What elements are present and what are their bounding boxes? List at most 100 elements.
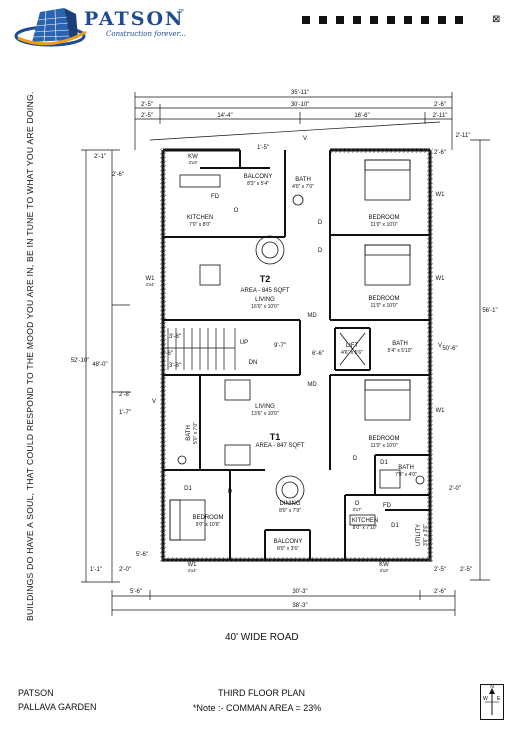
bottom-wall-hatch (163, 557, 431, 562)
dim-left-small: 2'-1" (94, 154, 106, 160)
fd-bot-label: FD (383, 503, 392, 509)
living-top-size: 16'0" x 10'0" (251, 304, 279, 310)
utility-size: 3'6" x 3'6" (423, 524, 429, 546)
utility-label: UTILITY (416, 524, 422, 546)
t2-label: T2 (260, 274, 271, 284)
stair-up: UP (240, 340, 248, 346)
bath-left-label: BATH (186, 425, 192, 441)
compass: N W E (480, 684, 504, 720)
decorative-squares (302, 16, 463, 24)
dim-bottom-inner: 30'-3" (292, 589, 307, 595)
dim-top-left-b: 2'-5" (141, 113, 153, 119)
right-wall-hatch (427, 148, 433, 562)
bedroom-3-size: 11'0" x 10'0" (370, 443, 397, 449)
t1-label: T1 (270, 432, 281, 442)
dim-bl-b: 2'-0" (119, 567, 131, 573)
dim-top-right-b2: 2'-11" (456, 133, 471, 139)
dim-mid-a: 6'-6" (161, 351, 173, 357)
d-label-top: D (318, 220, 323, 226)
square-outline-icon: ⊠ (492, 14, 501, 25)
logo (14, 6, 189, 50)
stair-dn: DN (249, 360, 258, 366)
dim-left-small2: 2'-6" (112, 172, 124, 178)
bath-mid-label: BATH (392, 341, 408, 347)
w1-left-label: W1 (146, 276, 156, 282)
w1-right-3: W1 (436, 408, 446, 414)
bedroom-4-size: 9'0" x 10'6" (196, 522, 221, 528)
balcony-bot-size: 8'0" x 3'6" (277, 546, 299, 552)
d-label-top2: D (318, 248, 323, 254)
lift-label: LIFT (346, 343, 359, 349)
d1-label-kitchen: D1 (391, 523, 399, 529)
w1-right-1: W1 (436, 192, 446, 198)
o-size: 3'x7' (353, 507, 362, 512)
dim-right-mid: 50'-6" (442, 346, 457, 352)
dim-left-mid: 2'-8" (119, 392, 131, 398)
road-label: 40' WIDE ROAD (225, 632, 299, 643)
kitchen-top-label: KITCHEN (187, 215, 213, 221)
bath-left-size: 5'0" x 7'0" (193, 422, 199, 444)
brand-name: PATSON (84, 8, 185, 30)
balcony-bot-label: BALCONY (274, 539, 303, 545)
balcony-top-label: BALCONY (244, 174, 273, 180)
o-label: O (355, 501, 360, 507)
dim-top-overall: 35'-11" (291, 90, 309, 96)
d-label-right: D (353, 456, 358, 462)
w1-bot-size: 4'x4' (188, 568, 197, 573)
bedroom-2-size: 11'0" x 10'0" (370, 303, 397, 309)
d1-label-left: D1 (184, 486, 192, 492)
dim-bal-b: 5'-6" (136, 552, 148, 558)
lift-size: 4'6" x 5'6" (341, 350, 363, 356)
living-bot-label: LIVING (255, 404, 275, 410)
logo-building-icon (14, 8, 87, 47)
footer-company: PATSON (18, 688, 54, 698)
bath-top-label: BATH (295, 177, 311, 183)
dining-label: DINING (280, 501, 301, 507)
bath-bot-size: 7'9" x 4'0" (395, 472, 417, 478)
dim-bottom-overall: 38'-3" (292, 603, 307, 609)
dim-right-overall: 56'-1" (482, 308, 497, 314)
footer-note: *Note :- COMMAN AREA = 23% (193, 703, 322, 713)
dim-mid-b: 9'-7" (274, 343, 286, 349)
bedroom-1-label: BEDROOM (368, 215, 399, 221)
inner-walls (163, 150, 430, 560)
w1-bot-label: W1 (188, 562, 198, 568)
w1-left-size: 4'x4' (146, 282, 155, 287)
dim-mid-c: 6'-6" (312, 351, 324, 357)
footer-plan-title: THIRD FLOOR PLAN (218, 688, 306, 698)
lift-cross (339, 332, 366, 366)
dim-br-a: 2'-5" (434, 567, 446, 573)
v-left: V (152, 399, 156, 405)
dim-left-inner: 48'-0" (92, 362, 107, 368)
dim-bottom-right: 2'-6" (434, 589, 446, 595)
dim-balcony-ext: 1'-5" (257, 145, 269, 151)
compass-n: N (490, 685, 494, 690)
brand-tagline: Construction forever... (106, 30, 186, 38)
kw-bot-size: 3'x3' (380, 568, 389, 573)
md-top: MD (307, 313, 317, 319)
t2-area: AREA - 845 SQFT (240, 288, 289, 294)
dim-right-top-small: 2'-6" (434, 150, 446, 156)
dim-bl-a: 1'-1" (90, 567, 102, 573)
dim-bottom-left: 5'-6" (130, 589, 142, 595)
dim-mid-e: 3'-8" (169, 363, 181, 369)
dim-top-left-c: 14'-4" (217, 113, 232, 119)
compass-arrow-icon: N W E (483, 684, 501, 715)
v-top: V (303, 136, 307, 142)
outer-walls (161, 148, 432, 562)
dim-top-right-c: 16'-6" (354, 113, 369, 119)
dim-top-mid: 30'-10" (291, 102, 310, 108)
t1-area: AREA - 847 SQFT (255, 443, 304, 449)
bedroom-3-label: BEDROOM (368, 436, 399, 442)
md-bot: MD (307, 382, 317, 388)
dim-left-mid2: 1'-7" (119, 410, 131, 416)
compass-w: W (483, 696, 488, 702)
brand-tm: ™ (178, 9, 184, 15)
stairs (165, 328, 236, 370)
kw-bot-label: KW (379, 562, 389, 568)
bedroom-1-size: 11'0" x 10'0" (370, 222, 397, 228)
fd-top-label: FD (211, 194, 220, 200)
dim-br-b: 2'-5" (460, 567, 472, 573)
o-label-top: O (234, 208, 239, 214)
